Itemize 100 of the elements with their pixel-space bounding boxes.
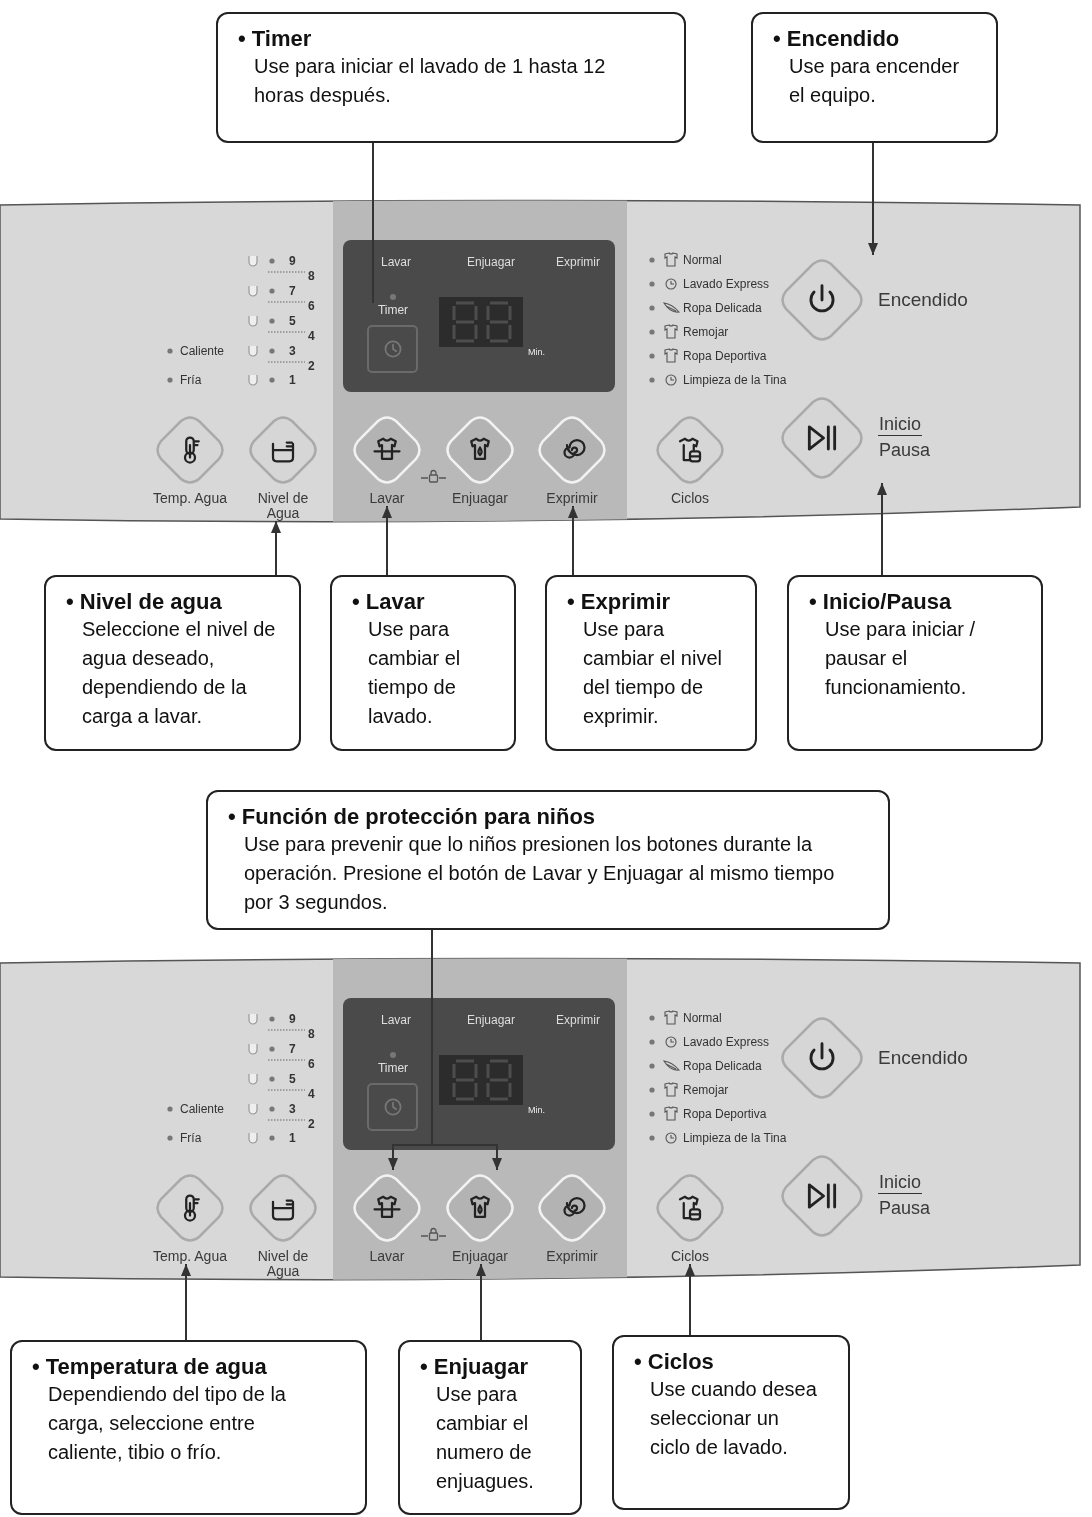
cycle-label: Remojar	[683, 325, 729, 339]
callout-text: Use cuando desea seleccionar un ciclo de lavado.	[650, 1377, 818, 1460]
level-number: 2	[308, 359, 315, 373]
display-label: Exprimir	[556, 1013, 600, 1027]
button-label: Ciclos	[669, 1249, 711, 1264]
button-label: Temp. Agua	[152, 1249, 228, 1264]
panel-label: Fría	[180, 373, 202, 387]
callout-heading: • Timer	[238, 26, 313, 52]
display-label: Lavar	[381, 255, 412, 269]
arrow	[476, 1263, 486, 1341]
callout-box	[330, 575, 516, 751]
button-label: Lavar	[368, 1249, 406, 1264]
callout-text: Use para cambiar el nivel del tiempo de exprimir.	[583, 617, 723, 729]
cycle-label: Ropa Deportiva	[683, 1107, 767, 1121]
button-label: Nivel de Agua	[256, 491, 310, 521]
callout-heading: • Función de protección para niños	[228, 804, 597, 830]
button-label: Encendido	[878, 288, 968, 312]
cycle-label: Ropa Delicada	[683, 1059, 762, 1073]
callout-text: Use para cambiar el tiempo de lavado.	[368, 617, 462, 729]
callout-box	[398, 1340, 582, 1515]
arrow	[382, 505, 392, 576]
cycle-label: Normal	[683, 1011, 722, 1025]
button-label: Pausa	[878, 1197, 932, 1219]
callout-text: Dependiendo del tipo de la carga, seleccione entre caliente, tibio o frío.	[48, 1382, 287, 1465]
panel-label: Caliente	[180, 1102, 225, 1116]
cycle-label: Remojar	[683, 1083, 729, 1097]
callout-heading: • Enjuagar	[420, 1354, 529, 1380]
level-number: 3	[289, 1102, 296, 1116]
cycle-label: Limpieza de la Tina	[683, 373, 787, 387]
callout-box	[10, 1340, 367, 1515]
cycle-label: Lavado Express	[683, 277, 770, 291]
level-number: 8	[308, 269, 315, 283]
button-label: Encendido	[878, 1046, 968, 1070]
callout-heading: • Ciclos	[634, 1349, 715, 1375]
display-label: Enjuagar	[467, 255, 516, 269]
arrow	[868, 142, 878, 256]
cycle-label: Ropa Delicada	[683, 301, 762, 315]
button-label: Inicio	[878, 1171, 923, 1194]
callout-box	[216, 12, 686, 143]
level-number: 8	[308, 1027, 315, 1041]
callout-heading: • Inicio/Pausa	[809, 589, 953, 615]
level-number: 5	[289, 314, 296, 328]
display-label: Lavar	[381, 1013, 412, 1027]
callout-heading: • Nivel de agua	[66, 589, 223, 615]
callout-text: Use para prevenir que lo niños presionen los botones durante la operación. Presione el botón de Lavar y Enjuagar al mismo tiempo por 3 segundos.	[244, 832, 836, 915]
button-label: Exprimir	[545, 491, 599, 506]
button-label: Ciclos	[669, 491, 711, 506]
level-number: 5	[289, 1072, 296, 1086]
cycle-label: Lavado Express	[683, 1035, 770, 1049]
level-number: 4	[308, 329, 315, 343]
cycle-label: Limpieza de la Tina	[683, 1131, 787, 1145]
level-number: 7	[289, 1042, 296, 1056]
panel-label: Fría	[180, 1131, 202, 1145]
arrow	[271, 520, 281, 576]
arrow	[181, 1263, 191, 1341]
callout-text: Seleccione el nivel de agua deseado, dependiendo de la carga a lavar.	[82, 617, 277, 729]
cycle-label: Ropa Deportiva	[683, 349, 767, 363]
level-number: 9	[289, 254, 296, 268]
button-label: Lavar	[368, 491, 406, 506]
level-number: 1	[289, 373, 296, 387]
callout-text: Use para encender el equipo.	[789, 54, 961, 108]
callout-box	[545, 575, 757, 751]
button-label: Timer	[376, 1061, 410, 1076]
button-label: Timer	[376, 303, 410, 318]
button-label: Enjuagar	[450, 491, 509, 506]
level-number: 2	[308, 1117, 315, 1131]
button-label: Inicio	[878, 413, 923, 436]
callout-heading: • Lavar	[352, 589, 426, 615]
leader-line	[372, 142, 374, 304]
button-label: Enjuagar	[450, 1249, 509, 1264]
button-label: Nivel de Agua	[256, 1249, 310, 1279]
level-number: 6	[308, 1057, 315, 1071]
callout-box	[751, 12, 998, 143]
callout-heading: • Exprimir	[567, 589, 672, 615]
callout-heading: • Encendido	[773, 26, 901, 52]
callout-box	[206, 790, 890, 930]
level-number: 4	[308, 1087, 315, 1101]
arrow	[877, 482, 887, 576]
level-number: 3	[289, 344, 296, 358]
level-number: 9	[289, 1012, 296, 1026]
arrow	[568, 505, 578, 576]
display-label: Enjuagar	[467, 1013, 516, 1027]
level-number: 1	[289, 1131, 296, 1145]
unit-label: Min.	[528, 1105, 545, 1115]
button-label: Pausa	[878, 439, 932, 461]
cycle-label: Normal	[683, 253, 722, 267]
callout-box	[612, 1335, 850, 1510]
panel-label: Caliente	[180, 344, 225, 358]
button-label: Temp. Agua	[152, 491, 228, 506]
display-label: Exprimir	[556, 255, 600, 269]
level-number: 6	[308, 299, 315, 313]
button-label: Exprimir	[545, 1249, 599, 1264]
callout-heading: • Temperatura de agua	[32, 1354, 268, 1380]
callout-box	[44, 575, 301, 751]
arrow	[685, 1263, 695, 1336]
callout-text: Use para iniciar / pausar el funcionamiento.	[825, 617, 977, 700]
callout-text: Use para iniciar el lavado de 1 hasta 12 horas después.	[254, 54, 607, 108]
level-number: 7	[289, 284, 296, 298]
callout-text: Use para cambiar el numero de enjuagues.	[436, 1382, 535, 1494]
unit-label: Min.	[528, 347, 545, 357]
